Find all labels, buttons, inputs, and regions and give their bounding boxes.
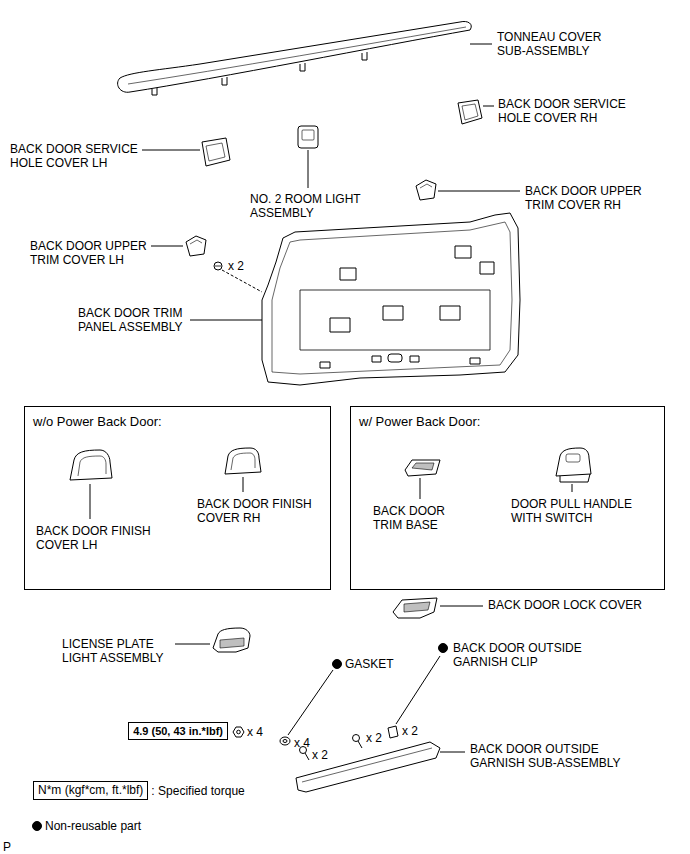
part-name: GASKET [345, 657, 394, 671]
part-name: TONNEAU COVER SUB-ASSEMBLY [497, 30, 617, 58]
torque-box: 4.9 (50, 43 in.*lbf) [128, 722, 228, 740]
panel-heading: w/ Power Back Door: [359, 414, 480, 429]
part-name: BACK DOOR UPPER TRIM COVER LH [30, 239, 155, 267]
part-name: BACK DOOR OUTSIDE GARNISH CLIP [453, 641, 593, 669]
part-name: BACK DOOR SERVICE HOLE COVER RH [498, 97, 638, 125]
part-name: BACK DOOR UPPER TRIM COVER RH [525, 184, 665, 212]
unit-text: N*m (kgf*cm, ft.*lbf) [38, 783, 143, 798]
variant-panel: w/o Power Back Door: BACK DOOR FINISH COV… [24, 406, 331, 590]
part-name: BACK DOOR SERVICE HOLE COVER LH [10, 142, 150, 170]
quantity: x 2 [402, 724, 418, 738]
part-name: BACK DOOR LOCK COVER [488, 598, 642, 612]
quantity: x 2 [366, 731, 382, 745]
part-name: BACK DOOR TRIM BASE [373, 504, 463, 532]
part-name: BACK DOOR FINISH COVER LH [36, 524, 161, 552]
part-name: NO. 2 ROOM LIGHT ASSEMBLY [250, 192, 370, 220]
quantity: x 4 [247, 725, 263, 739]
part-name: BACK DOOR TRIM PANEL ASSEMBLY [78, 306, 198, 334]
part-name: DOOR PULL HANDLE WITH SWITCH [511, 497, 646, 525]
part-name: LICENSE PLATE LIGHT ASSEMBLY [62, 637, 182, 665]
quantity: x 2 [312, 748, 328, 762]
part-name: BACK DOOR OUTSIDE GARNISH SUB-ASSEMBLY [470, 742, 645, 770]
note: : Specified torque [151, 784, 244, 798]
page-mark: P [3, 840, 11, 854]
note: Non-reusable part [45, 819, 141, 833]
unit-key-box: N*m (kgf*cm, ft.*lbf) [33, 781, 148, 800]
panel-heading: w/o Power Back Door: [33, 414, 162, 429]
variant-panel: w/ Power Back Door: BACK DOOR TRIM BASE DO… [350, 406, 665, 590]
quantity: x 4 [294, 736, 310, 750]
part-name: BACK DOOR FINISH COVER RH [197, 497, 322, 525]
quantity: x 2 [228, 259, 244, 273]
torque-value: 4.9 (50, 43 in.*lbf) [133, 724, 223, 738]
